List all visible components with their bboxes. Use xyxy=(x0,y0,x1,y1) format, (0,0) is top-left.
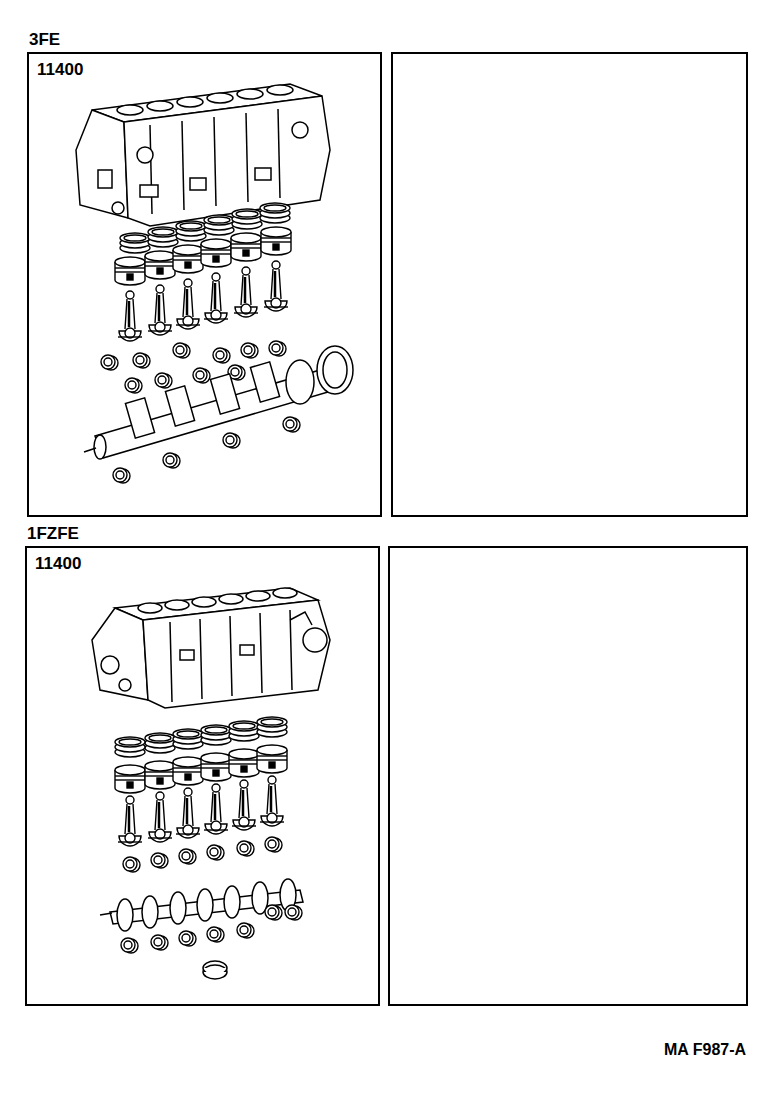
parts-group-box: 3FE11400 xyxy=(27,52,382,517)
part-number: 11400 xyxy=(33,554,83,574)
figure-code: MA F987-A xyxy=(664,1040,746,1060)
part-number: 11400 xyxy=(35,60,85,80)
parts-group-box: 1FZFE11400 xyxy=(25,546,380,1006)
engine-code-heading: 1FZFE xyxy=(27,524,79,544)
engine-code-heading: 3FE xyxy=(29,30,60,50)
